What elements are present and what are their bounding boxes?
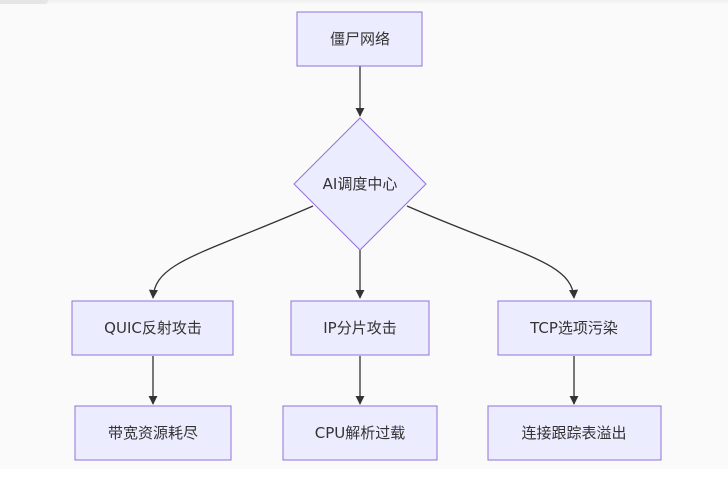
- edge-ai-hub-to-quic: [148, 205, 314, 299]
- edges: [148, 66, 579, 405]
- node-bandwidth: 带宽资源耗尽: [74, 405, 232, 461]
- node-quic: QUIC反射攻击: [71, 300, 234, 356]
- top-edge: [0, 0, 728, 4]
- edge-ai-hub-to-tcpopt: [406, 205, 579, 299]
- node-quic-label: QUIC反射攻击: [104, 319, 202, 337]
- node-conntrack-label: 连接跟踪表溢出: [521, 424, 626, 442]
- node-bandwidth-label: 带宽资源耗尽: [108, 424, 198, 442]
- bottom-strip: [0, 469, 728, 489]
- node-ipfrag: IP分片攻击: [290, 300, 430, 356]
- node-botnet-label: 僵尸网络: [330, 30, 390, 48]
- node-tcpopt-label: TCP选项污染: [529, 319, 618, 337]
- node-conntrack: 连接跟踪表溢出: [487, 405, 662, 461]
- node-botnet: 僵尸网络: [296, 11, 423, 67]
- node-tcpopt: TCP选项污染: [497, 300, 652, 356]
- node-ipfrag-label: IP分片攻击: [323, 319, 396, 337]
- top-tab-fragment: [0, 0, 48, 4]
- node-ai-hub: AI调度中心: [293, 117, 427, 251]
- node-cpu-label: CPU解析过载: [315, 424, 406, 442]
- node-ai-hub-label: AI调度中心: [323, 175, 398, 193]
- node-cpu: CPU解析过载: [282, 405, 438, 461]
